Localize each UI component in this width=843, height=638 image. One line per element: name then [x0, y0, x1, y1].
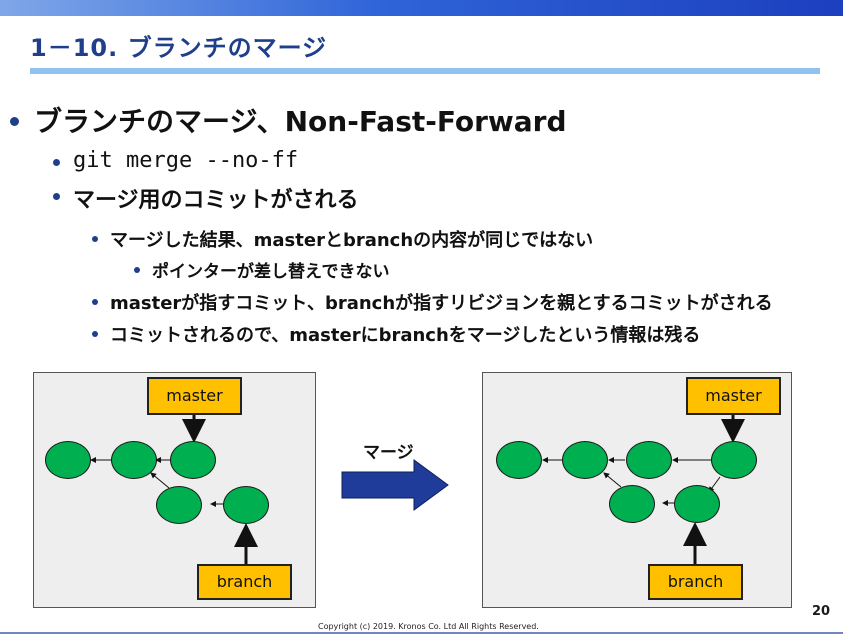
commit-node: [111, 441, 157, 479]
bullet-dot: [134, 267, 140, 273]
top-header-bar: [0, 0, 843, 16]
bullet-dot: [10, 117, 19, 126]
commit-node: [674, 485, 720, 523]
commit-node: [156, 486, 202, 524]
bullet-level1: ブランチのマージ、Non-Fast-Forward: [34, 105, 567, 138]
commit-node: [609, 485, 655, 523]
merge-arrow-icon: [341, 459, 449, 511]
bullet-level3-result-diff: マージした結果、masterとbranchの内容が同じではない: [110, 230, 594, 251]
bullet-level2-merge-command: git merge --no-ff: [73, 148, 299, 173]
copyright-notice: Copyright (c) 2019. Kronos Co. Ltd All R…: [318, 622, 539, 631]
bullet-dot: [53, 159, 60, 166]
bullet-dot: [92, 331, 98, 337]
title-underline: [30, 68, 820, 74]
diagram-before-merge: master branch: [33, 372, 316, 608]
commit-node: [626, 441, 672, 479]
bullet-level2-merge-commit: マージ用のコミットがされる: [73, 188, 359, 213]
commit-parent-arrow: [150, 472, 170, 489]
diagram-after-merge: master branch: [482, 372, 792, 608]
page-number: 20: [812, 604, 831, 619]
commit-node: [496, 441, 542, 479]
bullet-level3-history: コミットされるので、masterにbranchをマージしたという情報は残る: [110, 325, 701, 346]
footer-rule: [0, 632, 843, 634]
bullet-level4-pointer: ポインターが差し替えできない: [152, 262, 390, 282]
merge-commit-node: [711, 441, 757, 479]
commit-parent-arrow: [603, 472, 622, 488]
branch-label: branch: [648, 564, 743, 600]
commit-node: [223, 486, 269, 524]
commit-node: [170, 441, 216, 479]
bullet-dot: [53, 193, 60, 200]
branch-label: branch: [197, 564, 292, 600]
commit-node: [45, 441, 91, 479]
slide-title: 1－10. ブランチのマージ: [30, 34, 328, 62]
bullet-dot: [92, 236, 98, 242]
merge-arrow-label: マージ: [363, 443, 414, 463]
master-label: master: [686, 377, 781, 415]
master-label: master: [147, 377, 242, 415]
bullet-dot: [92, 299, 98, 305]
commit-node: [562, 441, 608, 479]
bullet-level3-parents: masterが指すコミット、branchが指すリビジョンを親とするコミットがされ…: [110, 293, 773, 314]
before-merge-arrows: [90, 414, 258, 565]
